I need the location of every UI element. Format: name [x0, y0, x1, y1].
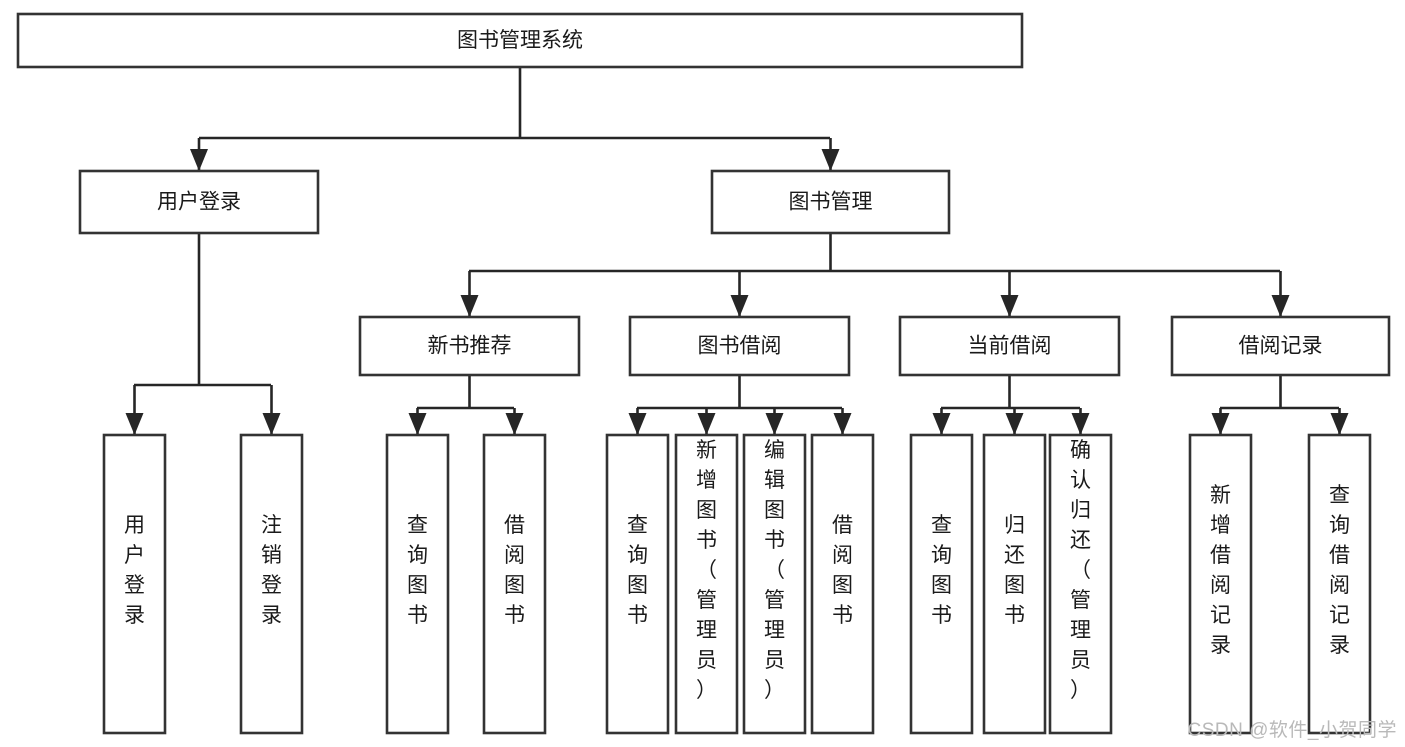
node-leaf-cb-confirm-return[interactable]: 确认归还（管理员） — [1048, 433, 1113, 735]
node-leaf-bb-borrow-book[interactable]: 借阅图书 — [810, 433, 875, 735]
node-label: 注销登录 — [261, 514, 282, 627]
connector-group-bus-book-manage — [460, 233, 1290, 317]
node-leaf-bb-add-book[interactable]: 新增图书（管理员） — [674, 433, 739, 735]
node-n-new-book-rec[interactable]: 新书推荐 — [358, 315, 581, 377]
node-box[interactable] — [78, 169, 320, 235]
arrow-head-icon — [1271, 295, 1290, 317]
node-box[interactable] — [605, 433, 670, 735]
arrow-head-icon — [1000, 295, 1019, 317]
node-leaf-bb-edit-book[interactable]: 编辑图书（管理员） — [742, 433, 807, 735]
node-box[interactable] — [239, 433, 304, 735]
node-label: 借阅图书 — [504, 514, 525, 627]
node-label: 用户登录 — [157, 191, 241, 214]
node-box[interactable] — [810, 433, 875, 735]
node-leaf-user-login[interactable]: 用户登录 — [102, 433, 167, 735]
node-label: 图书管理 — [789, 191, 873, 214]
node-label: 查询借阅记录 — [1329, 484, 1350, 657]
node-box[interactable] — [628, 315, 851, 377]
node-box[interactable] — [674, 433, 739, 735]
arrow-head-icon — [1330, 413, 1349, 435]
connectors-layer — [125, 67, 1349, 435]
node-label: 新增借阅记录 — [1210, 484, 1231, 657]
arrow-head-icon — [262, 413, 281, 435]
nodes-layer: 图书管理系统用户登录图书管理新书推荐图书借阅当前借阅借阅记录用户登录注销登录查询… — [16, 12, 1391, 735]
arrow-head-icon — [628, 413, 647, 435]
node-n-book-borrow[interactable]: 图书借阅 — [628, 315, 851, 377]
arrow-head-icon — [821, 149, 840, 171]
arrow-head-icon — [697, 413, 716, 435]
node-root[interactable]: 图书管理系统 — [16, 12, 1024, 69]
node-label: 查询图书 — [627, 514, 648, 627]
node-label: 用户登录 — [124, 514, 145, 627]
node-label: 图书借阅 — [698, 335, 782, 358]
arrow-head-icon — [408, 413, 427, 435]
node-box[interactable] — [1307, 433, 1372, 735]
node-leaf-br-add-record[interactable]: 新增借阅记录 — [1188, 433, 1253, 735]
node-label: 借阅记录 — [1239, 335, 1323, 358]
node-box[interactable] — [482, 433, 547, 735]
node-label: 查询图书 — [931, 514, 952, 627]
node-label: 查询图书 — [407, 514, 428, 627]
node-label: 确认归还（管理员） — [1070, 439, 1091, 702]
node-n-borrow-record[interactable]: 借阅记录 — [1170, 315, 1391, 377]
connector-group-bus-current-borrow — [932, 375, 1090, 435]
arrow-head-icon — [1005, 413, 1024, 435]
node-box[interactable] — [742, 433, 807, 735]
node-leaf-br-query-record[interactable]: 查询借阅记录 — [1307, 433, 1372, 735]
node-box[interactable] — [909, 433, 974, 735]
arrow-head-icon — [505, 413, 524, 435]
connector-group-bus-root — [190, 67, 840, 171]
arrow-head-icon — [460, 295, 479, 317]
node-box[interactable] — [1048, 433, 1113, 735]
arrow-head-icon — [932, 413, 951, 435]
arrow-head-icon — [1071, 413, 1090, 435]
node-n-current-borrow[interactable]: 当前借阅 — [898, 315, 1121, 377]
node-leaf-user-logout[interactable]: 注销登录 — [239, 433, 304, 735]
node-leaf-rec-borrow-book[interactable]: 借阅图书 — [482, 433, 547, 735]
arrow-head-icon — [833, 413, 852, 435]
arrow-head-icon — [1211, 413, 1230, 435]
node-leaf-rec-query-book[interactable]: 查询图书 — [385, 433, 450, 735]
node-label: 新增图书（管理员） — [696, 439, 717, 702]
arrow-head-icon — [765, 413, 784, 435]
node-box[interactable] — [102, 433, 167, 735]
arrow-head-icon — [125, 413, 144, 435]
arrow-head-icon — [730, 295, 749, 317]
node-box[interactable] — [982, 433, 1047, 735]
node-n-user-login[interactable]: 用户登录 — [78, 169, 320, 235]
node-label: 编辑图书（管理员） — [764, 439, 785, 702]
node-leaf-cb-query-book[interactable]: 查询图书 — [909, 433, 974, 735]
connector-group-bus-user-login — [125, 233, 281, 435]
node-n-book-manage[interactable]: 图书管理 — [710, 169, 951, 235]
node-label: 图书管理系统 — [457, 29, 583, 52]
node-box[interactable] — [16, 12, 1024, 69]
node-box[interactable] — [710, 169, 951, 235]
connector-group-bus-book-borrow — [628, 375, 852, 435]
node-label: 当前借阅 — [968, 335, 1052, 358]
node-box[interactable] — [1170, 315, 1391, 377]
node-label: 借阅图书 — [832, 514, 853, 627]
node-label: 归还图书 — [1004, 514, 1025, 627]
node-leaf-cb-return-book[interactable]: 归还图书 — [982, 433, 1047, 735]
connector-group-bus-new-book-rec — [408, 375, 524, 435]
node-leaf-bb-query-book[interactable]: 查询图书 — [605, 433, 670, 735]
node-box[interactable] — [358, 315, 581, 377]
node-label: 新书推荐 — [428, 335, 512, 358]
node-box[interactable] — [385, 433, 450, 735]
connector-group-bus-borrow-record — [1211, 375, 1349, 435]
arrow-head-icon — [190, 149, 208, 171]
node-box[interactable] — [898, 315, 1121, 377]
node-box[interactable] — [1188, 433, 1253, 735]
